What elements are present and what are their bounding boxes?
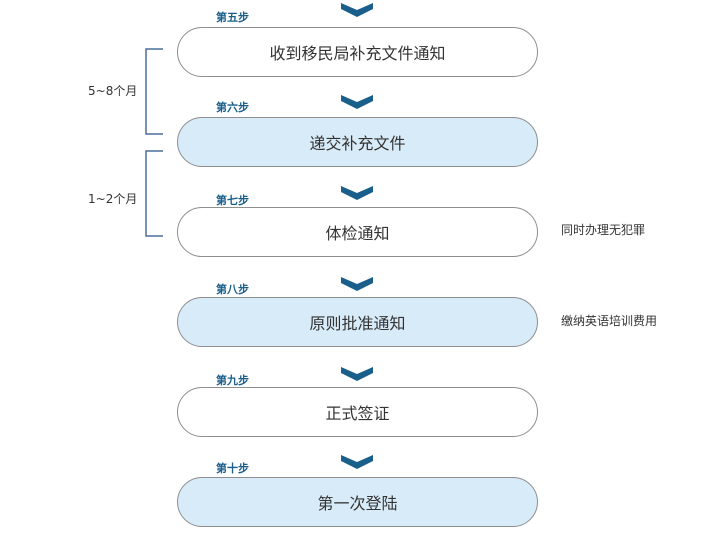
bracket-icon — [145, 150, 163, 237]
step-label-6: 第六步 — [216, 101, 249, 114]
step-box-6: 递交补充文件 — [177, 117, 538, 167]
chevron-down-icon — [341, 95, 373, 109]
chevron-down-icon — [341, 186, 373, 200]
chevron-down-icon — [341, 367, 373, 381]
bracket-icon — [145, 48, 163, 135]
step-label-8: 第八步 — [216, 283, 249, 296]
chevron-down-icon — [341, 277, 373, 291]
side-note-1: 同时办理无犯罪 — [561, 223, 646, 237]
step-box-7: 体检通知 — [177, 207, 538, 257]
step-label-10: 第十步 — [216, 462, 249, 475]
step-box-5: 收到移民局补充文件通知 — [177, 27, 538, 77]
step-label-5: 第五步 — [216, 11, 249, 24]
side-note-2: 缴纳英语培训费用 — [561, 314, 658, 328]
duration-label-2: 1~2个月 — [88, 192, 138, 206]
step-label-9: 第九步 — [216, 374, 249, 387]
chevron-down-icon — [341, 455, 373, 469]
chevron-down-icon — [341, 3, 373, 17]
duration-label-1: 5~8个月 — [88, 84, 138, 98]
step-box-9: 正式签证 — [177, 387, 538, 437]
step-label-7: 第七步 — [216, 194, 249, 207]
step-box-10: 第一次登陆 — [177, 477, 538, 527]
step-box-8: 原则批准通知 — [177, 297, 538, 347]
